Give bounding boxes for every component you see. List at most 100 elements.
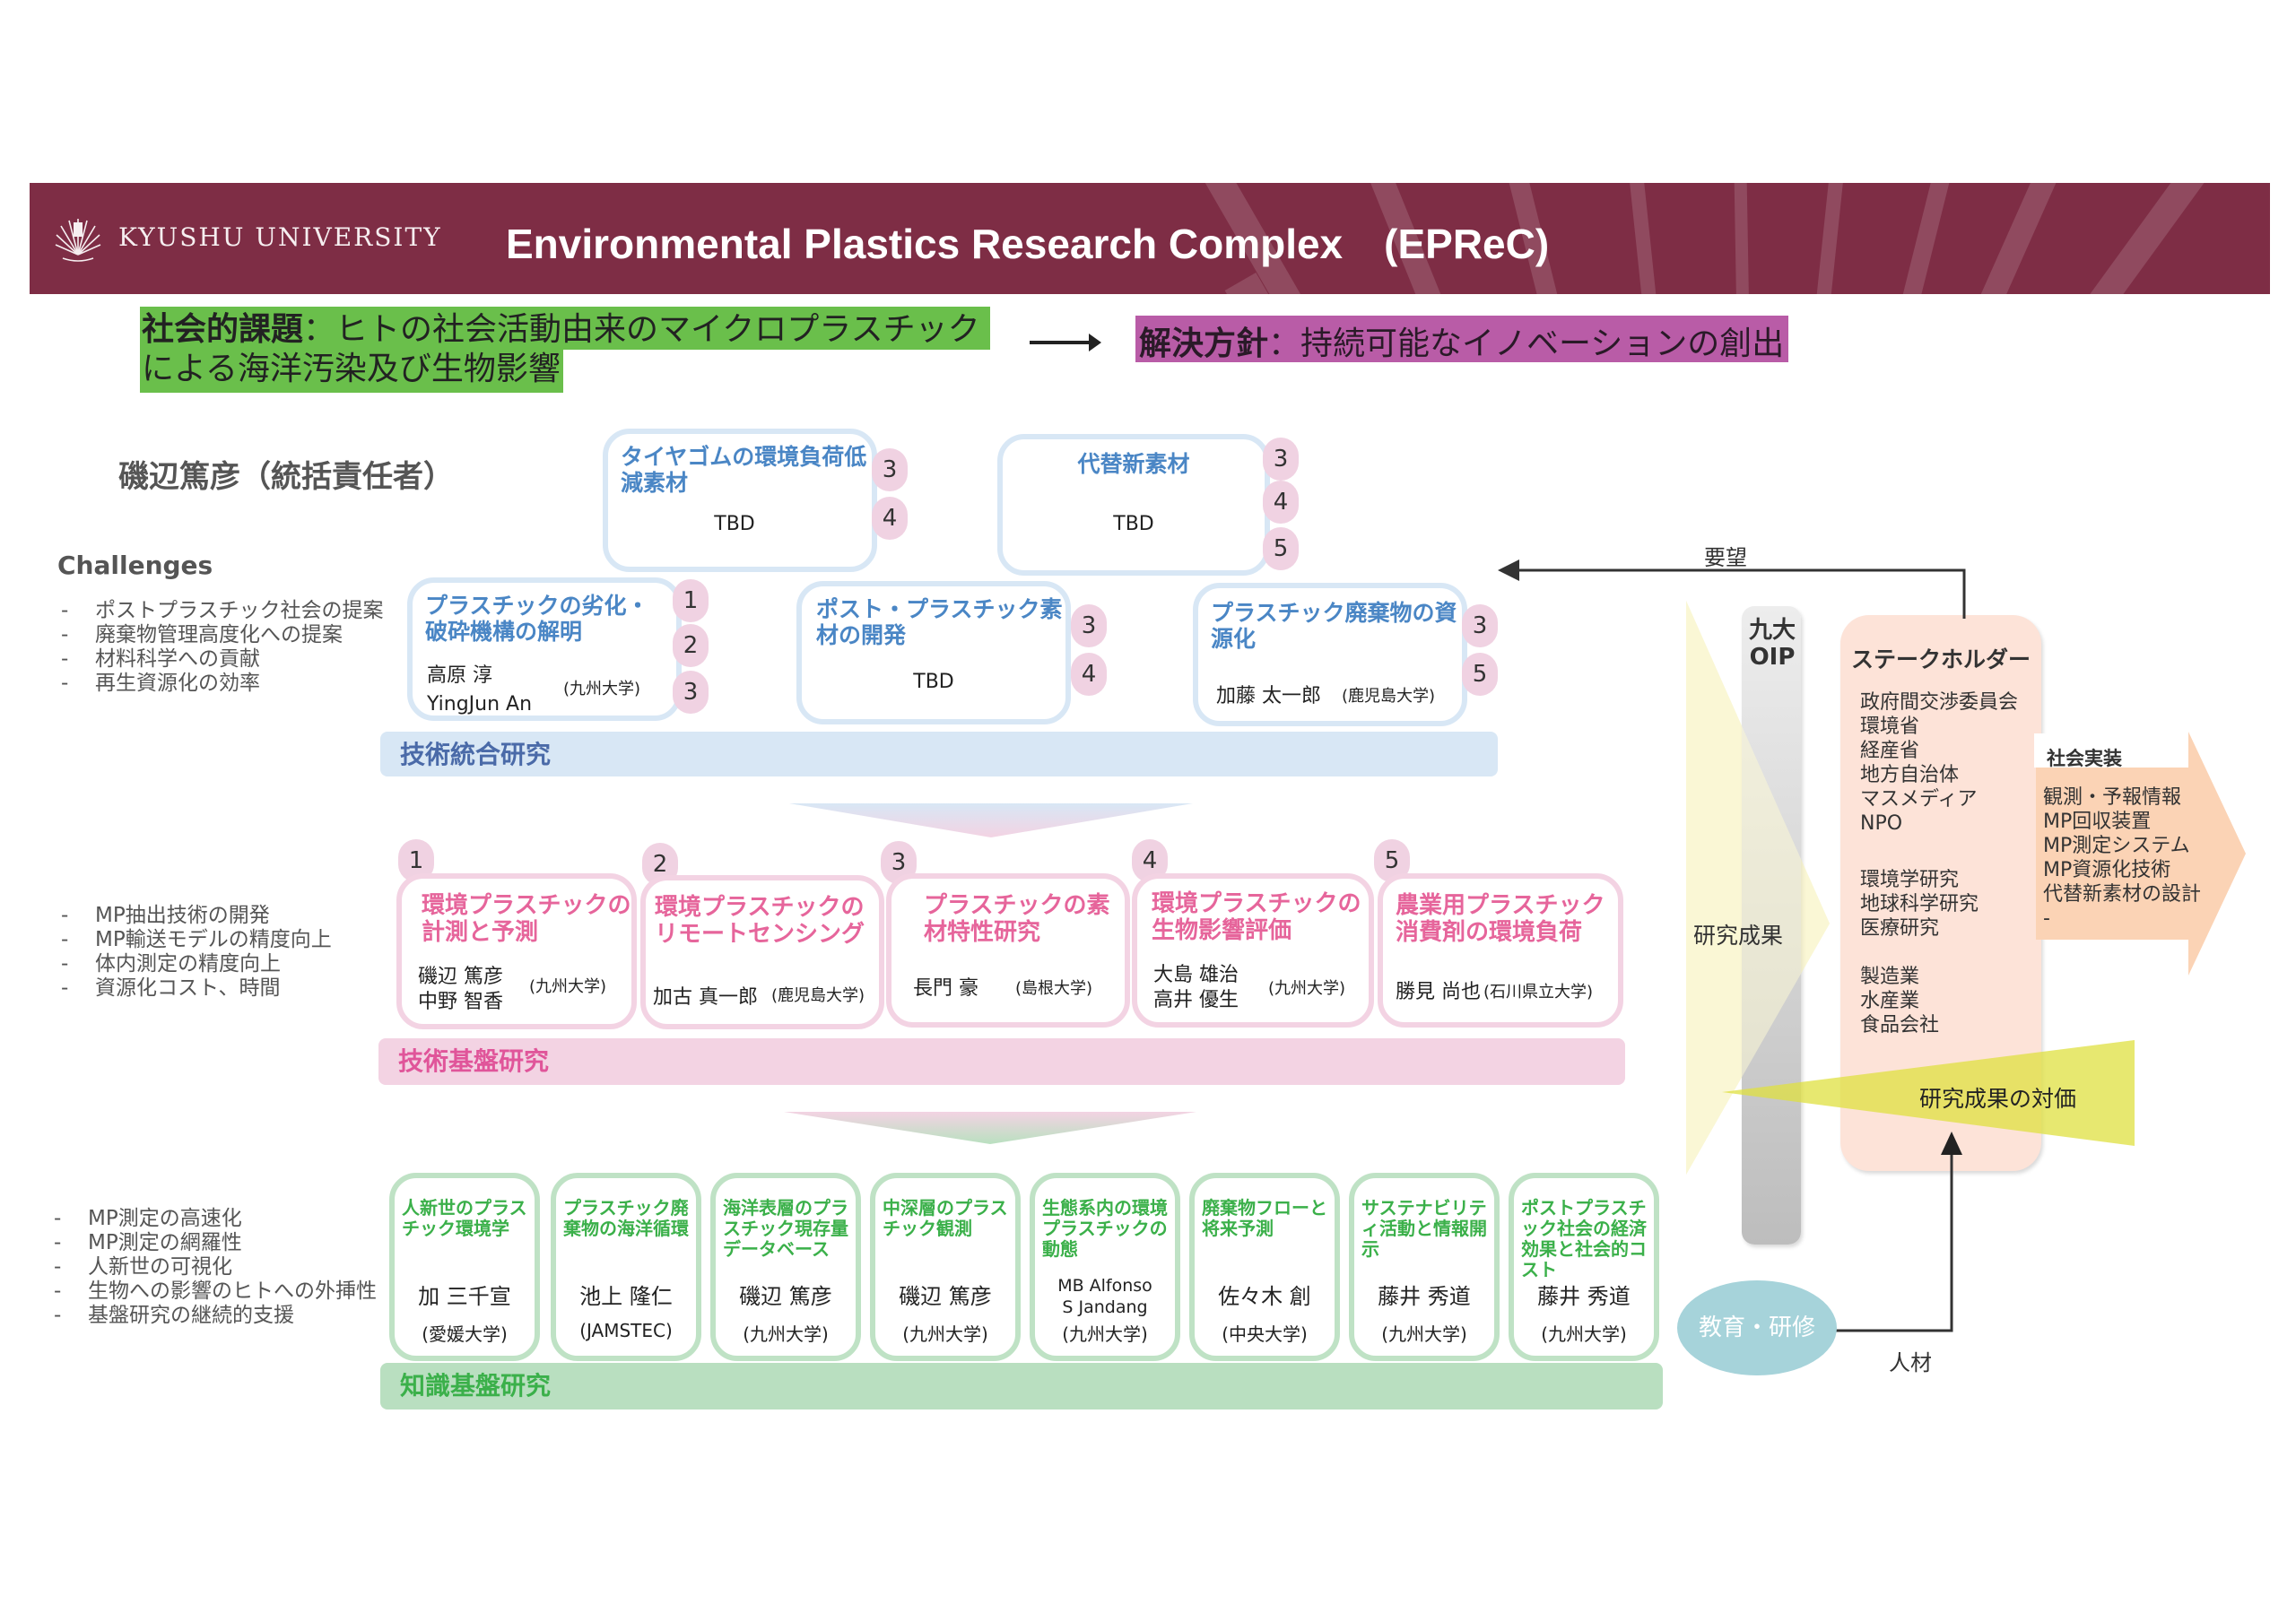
stakeholder-item: 医療研究: [1860, 917, 1940, 940]
challenge-item: 人新世の可視化: [54, 1255, 395, 1279]
layer-technology-foundation: 技術基盤研究: [378, 1038, 1625, 1085]
project-title: ポストプラスチック社会の経済効果と社会的コスト: [1521, 1197, 1647, 1280]
project-card[interactable]: 人新世のプラスチック環境学加 三千宣(愛媛大学): [389, 1173, 540, 1361]
project-card[interactable]: サステナビリティ活動と情報開示藤井 秀道 (九州大学): [1349, 1173, 1500, 1361]
link-badge: 3: [872, 448, 908, 491]
human-resources-label: 人材: [1889, 1350, 1932, 1375]
arrow-up-icon: [1941, 1132, 1962, 1155]
project-title: 農業用プラスチック消費剤の環境負荷: [1396, 892, 1605, 946]
project-members: 佐々木 創: [1195, 1284, 1335, 1309]
project-title: プラスチック廃棄物の資源化: [1211, 600, 1457, 652]
policy-highlight: [1135, 316, 1788, 362]
project-title: 環境プラスチックのリモートセンシング: [655, 894, 865, 948]
project-title: タイヤゴムの環境負荷低減素材: [621, 444, 867, 496]
down-triangle-icon: [789, 803, 1193, 837]
challenge-item: 資源化コスト、時間: [61, 976, 332, 1001]
project-affiliation: (愛媛大学): [422, 1323, 508, 1345]
banner-ray: [1734, 183, 1750, 294]
project-card[interactable]: 環境プラスチックのリモートセンシング 加古 真一郎 (鹿児島大学): [640, 875, 884, 1029]
project-members: 藤井 秀道: [1354, 1284, 1494, 1309]
project-card[interactable]: 環境プラスチックの計測と予測 磯辺 篤彦 中野 智香 (九州大学): [396, 873, 637, 1029]
project-affiliation: (中央大学): [1222, 1323, 1308, 1345]
arrow-label-mask: [2034, 733, 2178, 768]
project-member: MB Alfonso: [1057, 1276, 1152, 1296]
project-title: 中深層のプラスチック観測: [883, 1197, 1008, 1239]
social-implementation-list: 観測・予報情報 MP回収装置 MP測定システム MP資源化技術 代替新素材の設計…: [2043, 785, 2201, 931]
project-title: 環境プラスチックの生物影響評価: [1152, 890, 1361, 944]
project-members: 藤井 秀道: [1514, 1284, 1654, 1309]
banner-ray: [2086, 183, 2225, 294]
project-title: プラスチック廃棄物の海洋循環: [563, 1197, 689, 1239]
research-results-label: 研究成果: [1693, 923, 1784, 949]
challenge-item: MP測定の高速化: [54, 1207, 395, 1231]
project-member: 中野 智香: [418, 991, 503, 1013]
project-member: 長門 豪: [913, 977, 978, 1000]
project-title: 生態系内の環境プラスチックの動態: [1042, 1197, 1168, 1260]
project-card[interactable]: 海洋表層のプラスチック現存量データベース磯辺 篤彦(九州大学): [710, 1173, 861, 1361]
challenge-item: 再生資源化の効率: [61, 672, 384, 696]
implementation-item: 代替新素材の設計: [2043, 883, 2202, 906]
project-number-badge: 5: [1374, 839, 1410, 882]
social-implementation-title: 社会実装: [2047, 748, 2122, 769]
stakeholder-item: 地方自治体: [1860, 764, 1960, 786]
project-affiliation: (石川県立大学): [1483, 983, 1594, 1002]
link-badge: 3: [1071, 604, 1107, 647]
social-issue: 社会的課題：ヒトの社会活動由来のマイクロプラスチック による海洋汚染及び生物影響: [142, 310, 1039, 389]
project-card[interactable]: タイヤゴムの環境負荷低減素材 TBD: [603, 429, 877, 572]
project-affiliation: (鹿児島大学): [771, 986, 865, 1005]
project-card[interactable]: ポストプラスチック社会の経済効果と社会的コスト藤井 秀道(九州大学): [1509, 1173, 1659, 1361]
project-card[interactable]: プラスチックの素材特性研究 長門 豪 (島根大学): [886, 873, 1130, 1028]
banner-ray: [1892, 183, 1958, 294]
project-member: 磯辺 篤彦: [899, 1284, 992, 1309]
project-affiliation: (九州大学): [1268, 979, 1346, 998]
link-badge: 4: [872, 497, 908, 540]
implementation-item: MP回収装置: [2043, 811, 2152, 833]
issue-highlight: [140, 350, 563, 393]
project-members: 磯辺 篤彦: [875, 1284, 1015, 1309]
project-member: 高原 淳: [427, 664, 492, 687]
link-badge: 4: [1263, 481, 1299, 524]
project-members: 池上 隆仁: [556, 1284, 696, 1309]
project-card[interactable]: プラスチックの劣化・破砕機構の解明 高原 淳 YingJun An (九州大学): [407, 577, 682, 721]
arrow-left-icon: [1498, 559, 1519, 581]
social-issue-text: による海洋汚染及び生物影響: [142, 351, 561, 387]
solution-policy-label: 解決方針: [1139, 325, 1269, 362]
project-title: サステナビリティ活動と情報開示: [1361, 1197, 1487, 1260]
project-member: 加古 真一郎: [653, 986, 758, 1009]
arrow-right-icon: [1030, 334, 1101, 351]
link-badge: 5: [1462, 653, 1498, 696]
project-member: TBD: [1113, 513, 1154, 535]
project-card[interactable]: プラスチック廃棄物の海洋循環池上 隆仁(JAMSTEC): [551, 1173, 701, 1361]
layer-knowledge-foundation: 知識基盤研究: [380, 1363, 1663, 1409]
project-card[interactable]: 代替新素材 TBD: [997, 434, 1270, 576]
project-affiliation: (九州大学): [1381, 1323, 1467, 1345]
project-title: 海洋表層のプラスチック現存量データベース: [723, 1197, 848, 1260]
education-training: 教育・研修: [1677, 1280, 1837, 1375]
stakeholder-group-industry: 製造業 水産業 食品会社: [1860, 965, 1939, 1037]
stakeholder-item: 製造業: [1860, 966, 1920, 988]
research-value-label: 研究成果の対価: [1919, 1086, 2077, 1112]
kyushu-university-crest-icon: [55, 219, 101, 262]
human-resources-arrow: [1835, 1132, 1962, 1332]
link-badge: 3: [1462, 604, 1498, 647]
implementation-item: MP測定システム: [2043, 835, 2190, 857]
project-card[interactable]: 農業用プラスチック消費剤の環境負荷 勝見 尚也 (石川県立大学): [1378, 873, 1623, 1028]
page-title: Environmental Plastics Research Complex …: [506, 221, 1550, 267]
project-affiliation: (九州大学): [743, 1323, 829, 1345]
integration-challenges: ポストプラスチック社会の提案 廃棄物管理高度化への提案 材料科学への貢献 再生資…: [61, 599, 384, 696]
link-badge: 3: [1263, 438, 1299, 481]
implementation-item: MP資源化技術: [2043, 859, 2171, 881]
project-card[interactable]: 廃棄物フローと将来予測佐々木 創(中央大学): [1189, 1173, 1340, 1361]
project-card[interactable]: ポスト・プラスチック素材の開発 TBD: [796, 581, 1071, 724]
project-card[interactable]: 環境プラスチックの生物影響評価 大島 雄治 高井 優生 (九州大学): [1132, 873, 1374, 1028]
challenge-item: 体内測定の精度向上: [61, 952, 332, 976]
stakeholder-item: 環境学研究: [1860, 869, 1960, 891]
link-badge: 1: [673, 579, 709, 622]
project-card[interactable]: 中深層のプラスチック観測磯辺 篤彦(九州大学): [870, 1173, 1021, 1361]
project-member: S Jandang: [1062, 1297, 1148, 1317]
challenge-item: 材料科学への貢献: [61, 647, 384, 672]
project-card[interactable]: プラスチック廃棄物の資源化 加藤 太一郎 (鹿児島大学): [1193, 583, 1467, 726]
header-banner: [30, 183, 2270, 294]
